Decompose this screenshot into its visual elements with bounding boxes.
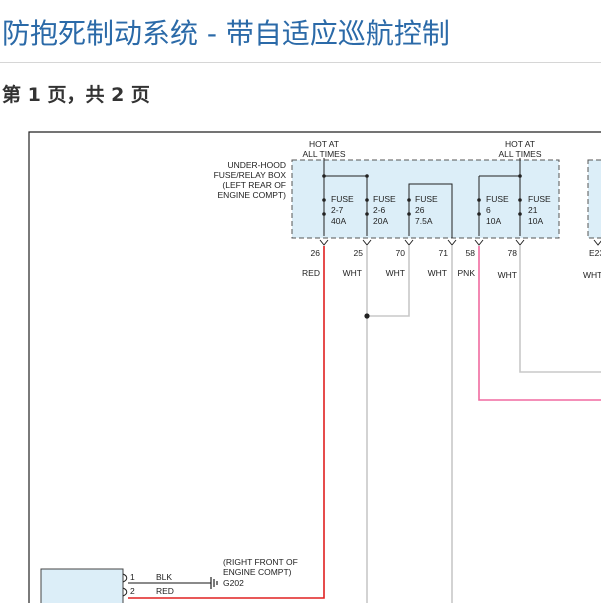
fuse-2-number: 2-6: [373, 205, 386, 215]
fuse-5-rating: 10A: [528, 216, 543, 226]
page-indicator: 第 1 页，共 2 页: [2, 84, 150, 106]
fuse-box-right: [587, 159, 601, 239]
connector-chevrons: [319, 239, 601, 246]
pin-number: 25: [354, 248, 364, 258]
wire-color-label: WHT: [343, 268, 362, 278]
ground-location-2: ENGINE COMPT): [223, 567, 292, 577]
module-pin-wire-color: RED: [156, 586, 174, 596]
red-wire: [128, 246, 325, 599]
pin-number: 26: [311, 248, 321, 258]
fuse-1-number: 2-7: [331, 205, 344, 215]
fuse-box: [291, 159, 560, 239]
fuse-box-name-4: ENGINE COMPT): [218, 190, 287, 200]
partial-component-label: E23: [589, 248, 601, 258]
module-pin-number: 2: [130, 586, 135, 596]
module-pin-connector: [122, 587, 128, 597]
pnk-wire-58: [478, 246, 601, 401]
fuse-3-label: FUSE: [415, 194, 438, 204]
fuse-5-number: 21: [528, 205, 538, 215]
pin-number: 78: [508, 248, 518, 258]
fuse-symbols: [322, 176, 522, 236]
fuse-2-rating: 20A: [373, 216, 388, 226]
fuse-5-label: FUSE: [528, 194, 551, 204]
wht-wire-78: [519, 246, 601, 373]
hot-label-left-2: ALL TIMES: [303, 149, 346, 159]
module-pin-number: 1: [130, 572, 135, 582]
wire-color-label: PNK: [458, 268, 476, 278]
page-title: 防抱死制动系统 - 带自适应巡航控制: [2, 17, 450, 50]
title-divider: [0, 62, 601, 63]
wht-wire-70: [367, 246, 410, 317]
fuse-2-label: FUSE: [373, 194, 396, 204]
wire-color-label: WHT: [428, 268, 447, 278]
pin-number: 58: [466, 248, 476, 258]
pin-number: 71: [439, 248, 449, 258]
fuse-box-name-1: UNDER-HOOD: [227, 160, 286, 170]
hot-label-left-1: HOT AT: [309, 139, 339, 149]
splice-junction: [364, 313, 370, 319]
wire-color-label: RED: [302, 268, 320, 278]
abs-module-box: [40, 568, 124, 603]
fuse-3-rating: 7.5A: [415, 216, 433, 226]
fuse-4-label: FUSE: [486, 194, 509, 204]
hot-label-right-1: HOT AT: [505, 139, 535, 149]
module-pin-connector: [122, 573, 128, 583]
fuse-1-rating: 40A: [331, 216, 346, 226]
hot-label-right-2: ALL TIMES: [499, 149, 542, 159]
wire-color-label: WHT: [386, 268, 405, 278]
fuse-26-feed: [408, 183, 453, 238]
fuse-4-rating: 10A: [486, 216, 501, 226]
fuse-1-label: FUSE: [331, 194, 354, 204]
wire-color-label: WHT: [498, 270, 517, 280]
ground-icon: [210, 577, 218, 589]
fuse-4-number: 6: [486, 205, 491, 215]
ground-location-1: (RIGHT FRONT OF: [223, 557, 298, 567]
fuse-box-name-3: (LEFT REAR OF: [222, 180, 286, 190]
fuse-box-name-2: FUSE/RELAY BOX: [214, 170, 287, 180]
pin-number: 70: [396, 248, 406, 258]
module-pin-wire-color: BLK: [156, 572, 172, 582]
diagram-frame: [28, 131, 601, 603]
wire-color-label: WHT: [583, 270, 601, 280]
fuse-3-number: 26: [415, 205, 425, 215]
ground-name: G202: [223, 578, 244, 588]
